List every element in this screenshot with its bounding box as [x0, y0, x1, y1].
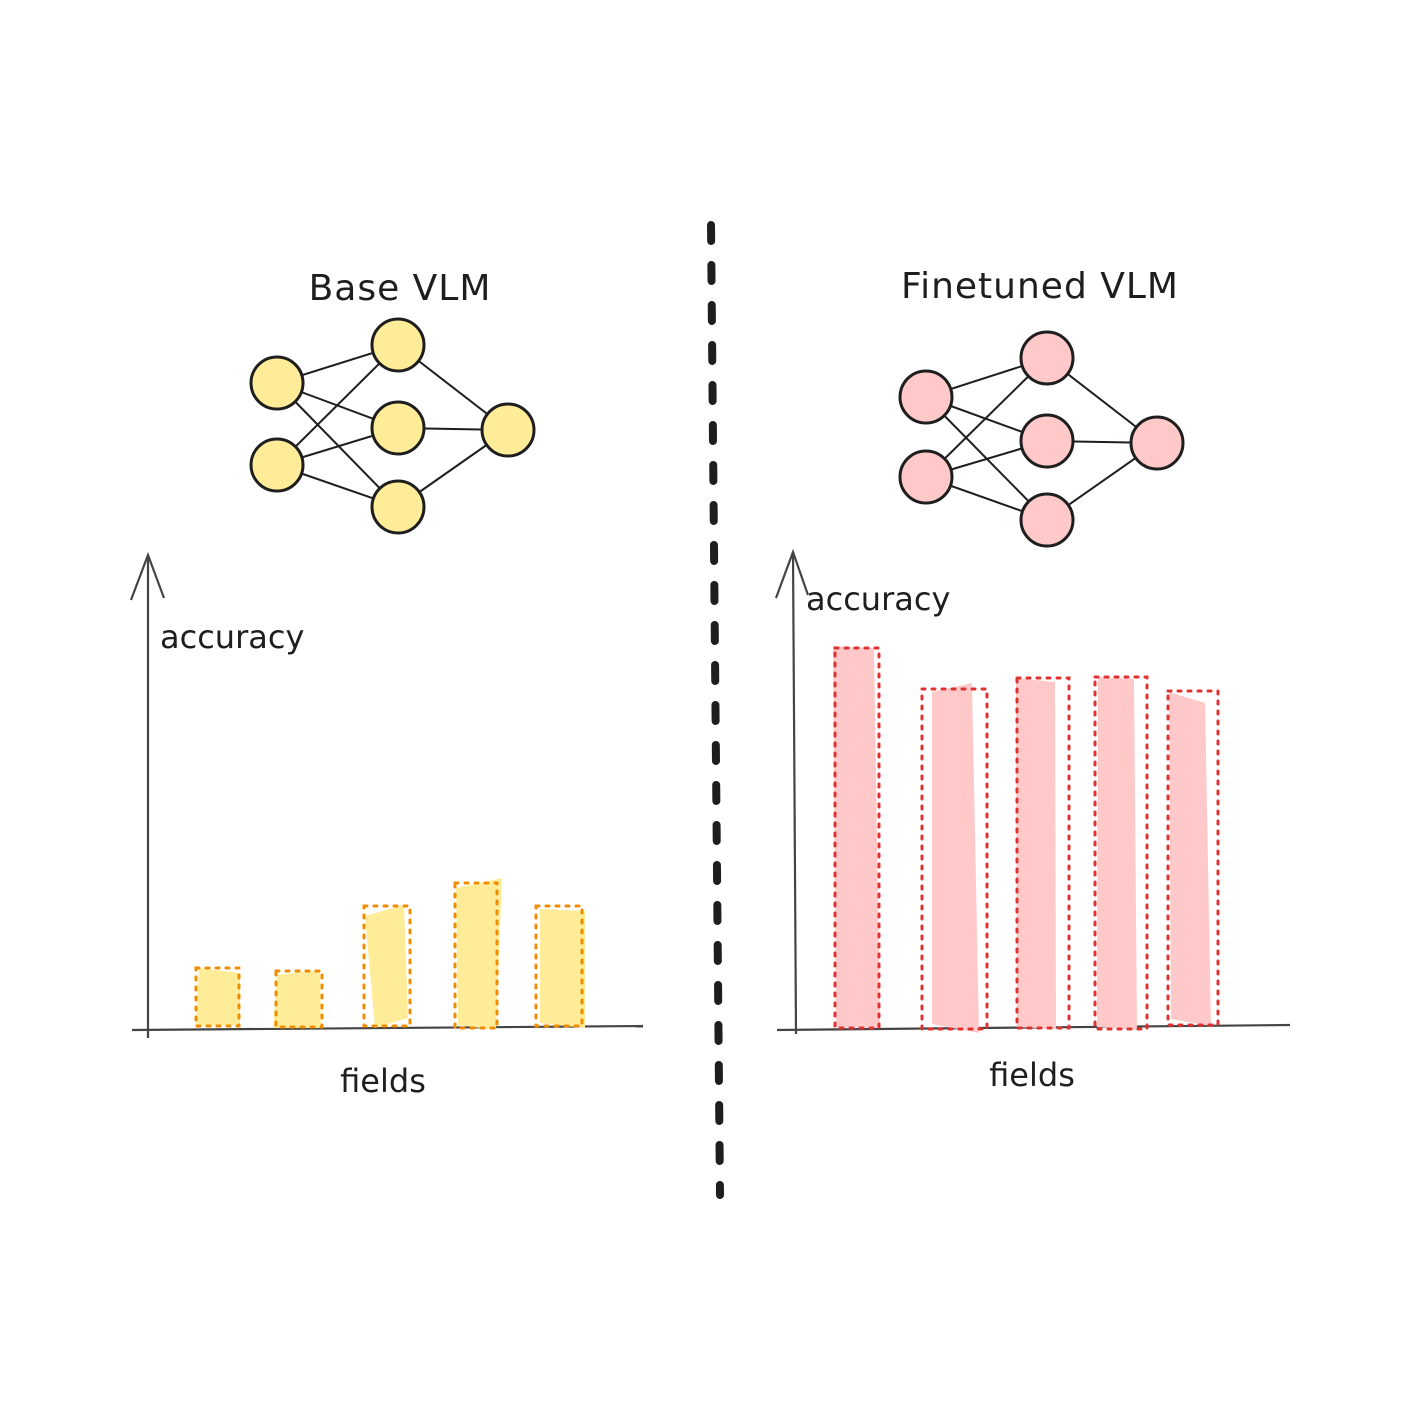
bars	[833, 646, 1220, 1033]
bar	[456, 878, 502, 1030]
bar-outline	[274, 969, 324, 1029]
panel-finetuned-vlm: Finetuned VLM	[774, 266, 1291, 1094]
bar-outline	[1093, 675, 1149, 1031]
bar	[273, 970, 321, 1028]
bar-outline	[453, 881, 499, 1030]
y-axis	[791, 551, 798, 1035]
bar	[1016, 678, 1056, 1029]
bars	[194, 878, 585, 1030]
hidden-node	[370, 479, 426, 535]
bar	[1169, 692, 1211, 1026]
output-node	[480, 402, 536, 458]
input-node	[898, 449, 954, 505]
y-axis-arrow-icon	[129, 551, 166, 601]
y-axis-label: accuracy	[160, 618, 304, 656]
bar	[932, 683, 979, 1033]
finetuned-vlm-bar-chart: accuracy fields	[774, 548, 1291, 1094]
input-node	[249, 437, 305, 493]
base-vlm-title: Base VLM	[309, 268, 492, 309]
base-vlm-network-diagram	[249, 317, 536, 535]
bar	[196, 968, 240, 1026]
x-axis-label: fields	[340, 1062, 426, 1100]
panel-divider	[707, 221, 724, 1199]
bar-outline	[1015, 676, 1071, 1030]
finetuned-vlm-network-diagram	[898, 330, 1185, 548]
bar	[1097, 677, 1137, 1030]
y-axis-arrow-icon	[774, 548, 810, 599]
bar-outline	[362, 904, 412, 1028]
bar-outline	[833, 646, 881, 1030]
bar-outline	[194, 966, 241, 1028]
base-vlm-bar-chart: accuracy fields	[129, 551, 644, 1100]
hidden-node	[1019, 330, 1075, 386]
bar	[833, 646, 880, 1028]
hidden-node	[370, 317, 426, 373]
output-node	[1129, 415, 1185, 471]
hidden-node	[1019, 492, 1075, 548]
bar-outline	[1166, 689, 1220, 1027]
y-axis-label: accuracy	[806, 580, 950, 618]
input-node	[249, 355, 305, 411]
hidden-node	[370, 400, 426, 456]
panel-base-vlm: Base VLM	[129, 268, 644, 1100]
bar-outline	[920, 687, 989, 1031]
x-axis-label: fields	[989, 1056, 1075, 1094]
bar-outline	[534, 904, 584, 1028]
hidden-node	[1019, 413, 1075, 469]
finetuned-vlm-title: Finetuned VLM	[901, 266, 1179, 307]
input-node	[898, 369, 954, 425]
bar	[365, 905, 408, 1028]
bar	[540, 909, 585, 1028]
